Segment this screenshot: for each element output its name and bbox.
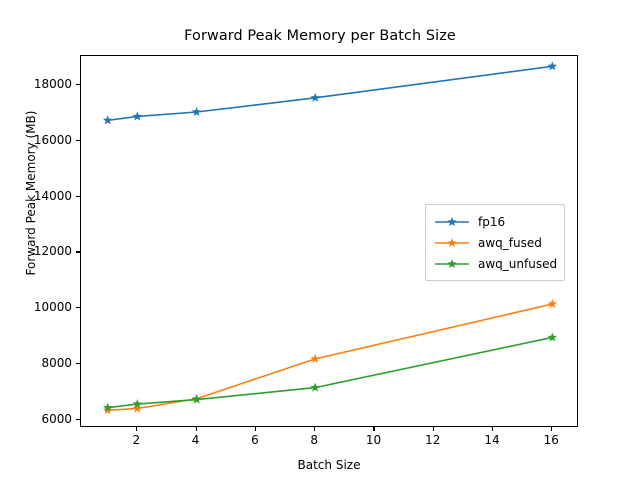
x-tick-label: 12 xyxy=(425,433,441,447)
legend-label-awq-unfused: awq_unfused xyxy=(478,256,558,271)
x-tick-label: 2 xyxy=(132,433,141,447)
x-axis-label: Batch Size xyxy=(297,458,361,472)
x-tick-mark xyxy=(136,427,138,431)
y-tick-mark xyxy=(76,251,80,253)
legend-label-awq-fused: awq_fused xyxy=(478,235,542,250)
chart-title: Forward Peak Memory per Batch Size xyxy=(184,28,456,44)
plot-area xyxy=(80,55,578,427)
x-tick-label: 8 xyxy=(310,433,318,447)
legend-item-awq-fused: awq_fused xyxy=(434,232,556,253)
data-point-marker-fp16 xyxy=(547,61,558,71)
series-line-awq_unfused xyxy=(107,336,553,409)
data-point-marker-awq_unfused xyxy=(310,382,320,392)
x-tick-mark xyxy=(254,427,256,431)
data-point-marker-awq_unfused xyxy=(132,399,143,409)
legend-label-fp16: fp16 xyxy=(478,214,506,229)
x-tick-mark xyxy=(432,427,434,431)
y-tick-mark xyxy=(76,418,80,420)
legend-swatch-fp16 xyxy=(435,216,469,226)
data-point-marker-awq_unfused xyxy=(102,402,113,412)
y-tick-label: 18000 xyxy=(33,77,72,92)
x-tick-label: 14 xyxy=(484,433,500,447)
series-line-awq_fused xyxy=(107,303,553,411)
x-tick-label: 4 xyxy=(191,433,200,447)
x-tick-label: 10 xyxy=(365,433,382,447)
y-tick-label: 12000 xyxy=(33,244,72,259)
data-point-marker-fp16 xyxy=(132,111,143,121)
legend-item-awq-unfused: awq_unfused xyxy=(434,253,558,274)
x-tick-mark xyxy=(373,427,375,431)
legend-swatch-awq-unfused xyxy=(435,258,469,268)
y-tick-mark xyxy=(76,307,80,309)
x-axis-tick-labels: 2 4 6 8 10 12 14 16 xyxy=(0,433,640,453)
data-point-marker-fp16 xyxy=(102,115,113,125)
data-point-marker-awq_fused xyxy=(547,299,558,309)
y-tick-mark xyxy=(76,84,80,86)
y-tick-mark xyxy=(76,139,80,142)
legend: fp16 awq_fused awq_unfused xyxy=(425,204,565,281)
y-tick-mark xyxy=(76,195,80,197)
data-point-marker-awq_fused xyxy=(310,353,320,363)
data-point-marker-awq_unfused xyxy=(191,394,202,404)
x-tick-label: 16 xyxy=(543,433,559,447)
legend-item-fp16: fp16 xyxy=(434,211,556,232)
data-point-marker-fp16 xyxy=(191,107,202,117)
y-tick-label: 10000 xyxy=(33,300,72,315)
y-tick-label: 8000 xyxy=(41,355,72,370)
y-tick-label: 16000 xyxy=(33,132,72,147)
x-tick-mark xyxy=(195,427,197,431)
data-point-marker-awq_unfused xyxy=(547,332,558,342)
y-tick-label: 14000 xyxy=(33,188,72,203)
data-point-marker-awq_fused xyxy=(132,403,143,413)
plot-lines xyxy=(102,61,558,415)
y-axis-tick-labels: 6000 8000 10000 12000 14000 16000 18000 xyxy=(0,0,72,480)
x-tick-mark xyxy=(551,427,553,431)
y-tick-mark xyxy=(76,362,80,364)
x-tick-mark xyxy=(314,427,316,431)
y-tick-label: 6000 xyxy=(41,411,72,426)
data-point-marker-fp16 xyxy=(310,92,320,102)
series-line-fp16 xyxy=(107,65,553,122)
x-tick-label: 6 xyxy=(251,433,259,447)
legend-swatch-awq-fused xyxy=(435,237,469,247)
x-tick-mark xyxy=(492,427,494,431)
